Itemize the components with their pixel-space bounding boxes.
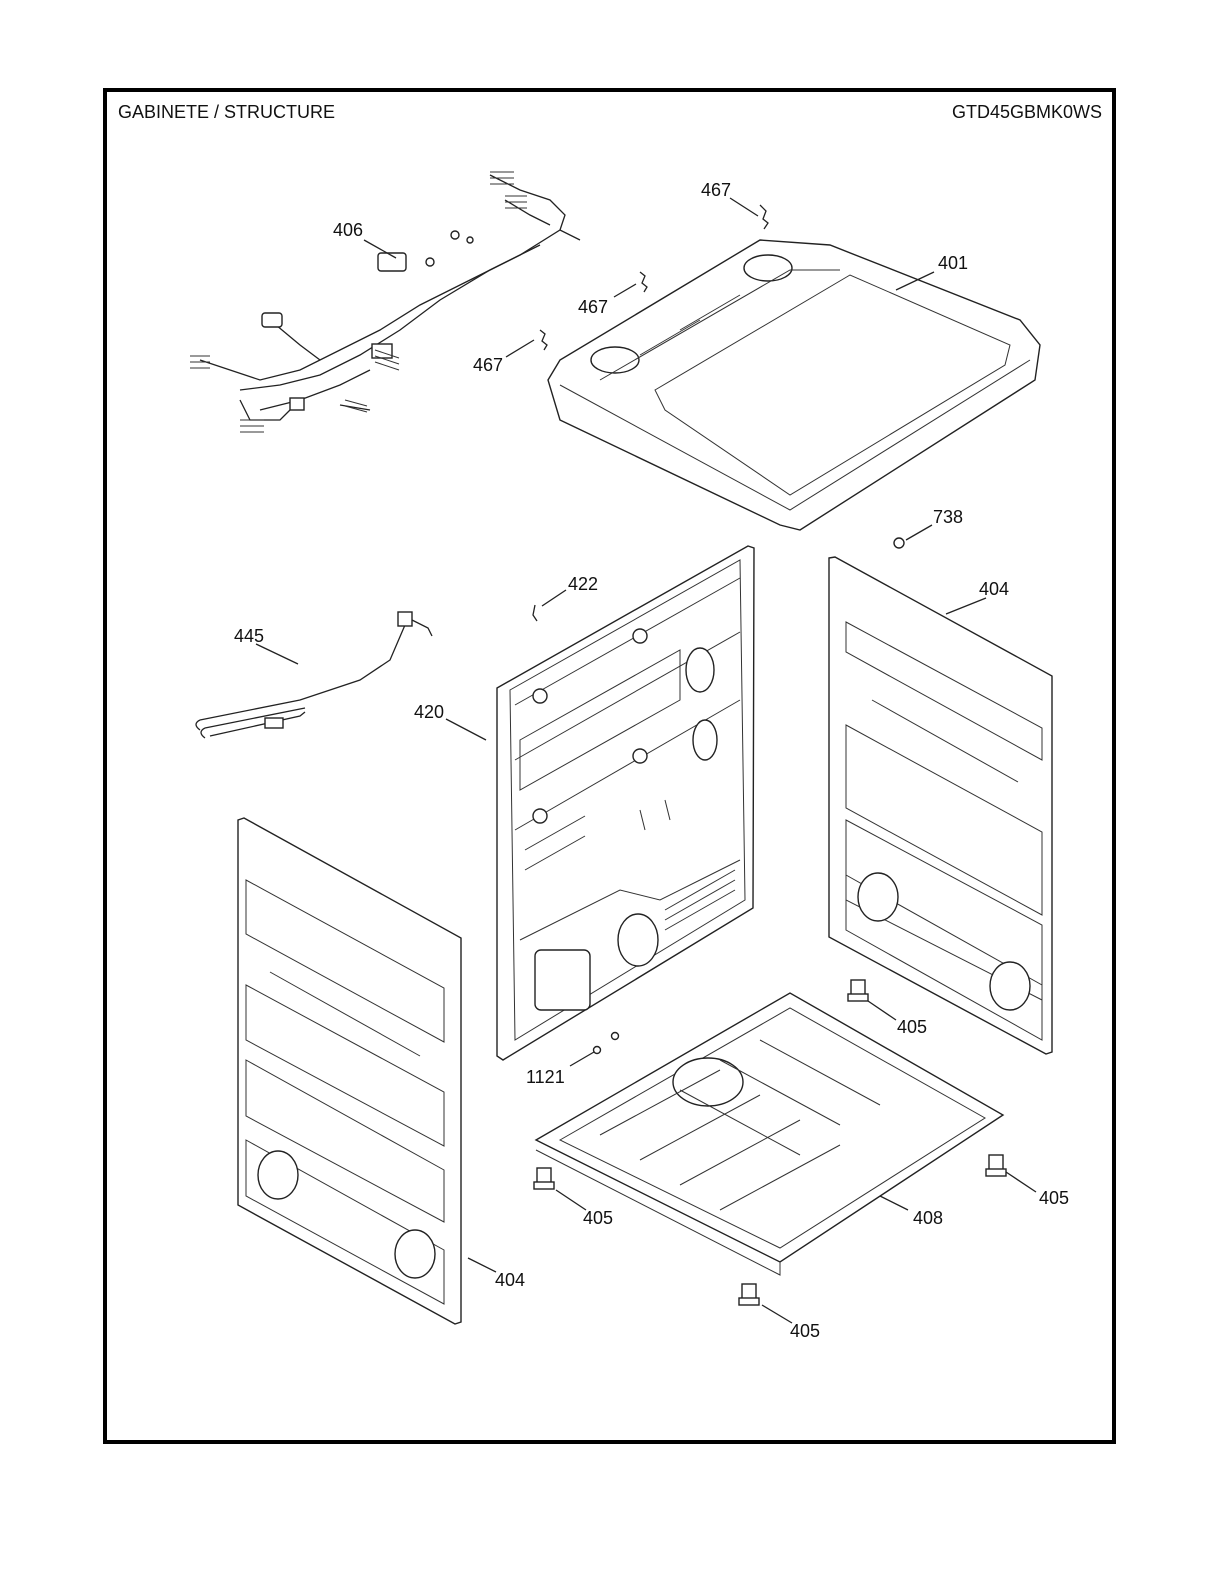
callout-408: 408 xyxy=(913,1208,943,1228)
leveling-foot-front xyxy=(738,1283,760,1306)
diagram-frame xyxy=(103,88,1116,1444)
wire-harness xyxy=(190,171,581,433)
callout-401: 401 xyxy=(938,253,968,273)
base-frame xyxy=(534,992,1005,1276)
side-panel-right xyxy=(828,556,1053,1055)
screws-1121 xyxy=(592,1031,620,1055)
callout-405-right: 405 xyxy=(897,1017,927,1037)
clip-467-middle xyxy=(639,271,648,293)
callout-420: 420 xyxy=(414,702,444,722)
side-panel-left xyxy=(237,817,462,1325)
callout-405-front: 405 xyxy=(790,1321,820,1341)
heater-element xyxy=(195,611,433,739)
diagram-title: GABINETE / STRUCTURE xyxy=(118,102,336,122)
callout-404-right: 404 xyxy=(979,579,1009,599)
leader-lines xyxy=(255,197,1037,1324)
callout-738: 738 xyxy=(933,507,963,527)
top-panel xyxy=(547,239,1041,531)
rear-panel xyxy=(496,545,755,1061)
callout-467-middle: 467 xyxy=(578,297,608,317)
callout-1121: 1121 xyxy=(526,1067,565,1087)
callout-467-lower: 467 xyxy=(473,355,503,375)
leveling-foot-left xyxy=(533,1167,555,1190)
model-number: GTD45GBMK0WS xyxy=(951,102,1102,122)
clip-467-top xyxy=(759,204,769,230)
clip-422 xyxy=(532,604,538,622)
callout-445: 445 xyxy=(234,626,264,646)
clip-467-lower xyxy=(539,329,548,351)
callout-406: 406 xyxy=(333,220,363,240)
callout-422: 422 xyxy=(568,574,598,594)
callout-405-left: 405 xyxy=(583,1208,613,1228)
screw-738 xyxy=(893,537,905,549)
callout-467-top: 467 xyxy=(701,180,731,200)
leveling-foot-right xyxy=(847,979,869,1002)
callout-405-far-right: 405 xyxy=(1039,1188,1069,1208)
callout-404-left: 404 xyxy=(495,1270,525,1290)
leveling-foot-far-right xyxy=(985,1154,1007,1177)
